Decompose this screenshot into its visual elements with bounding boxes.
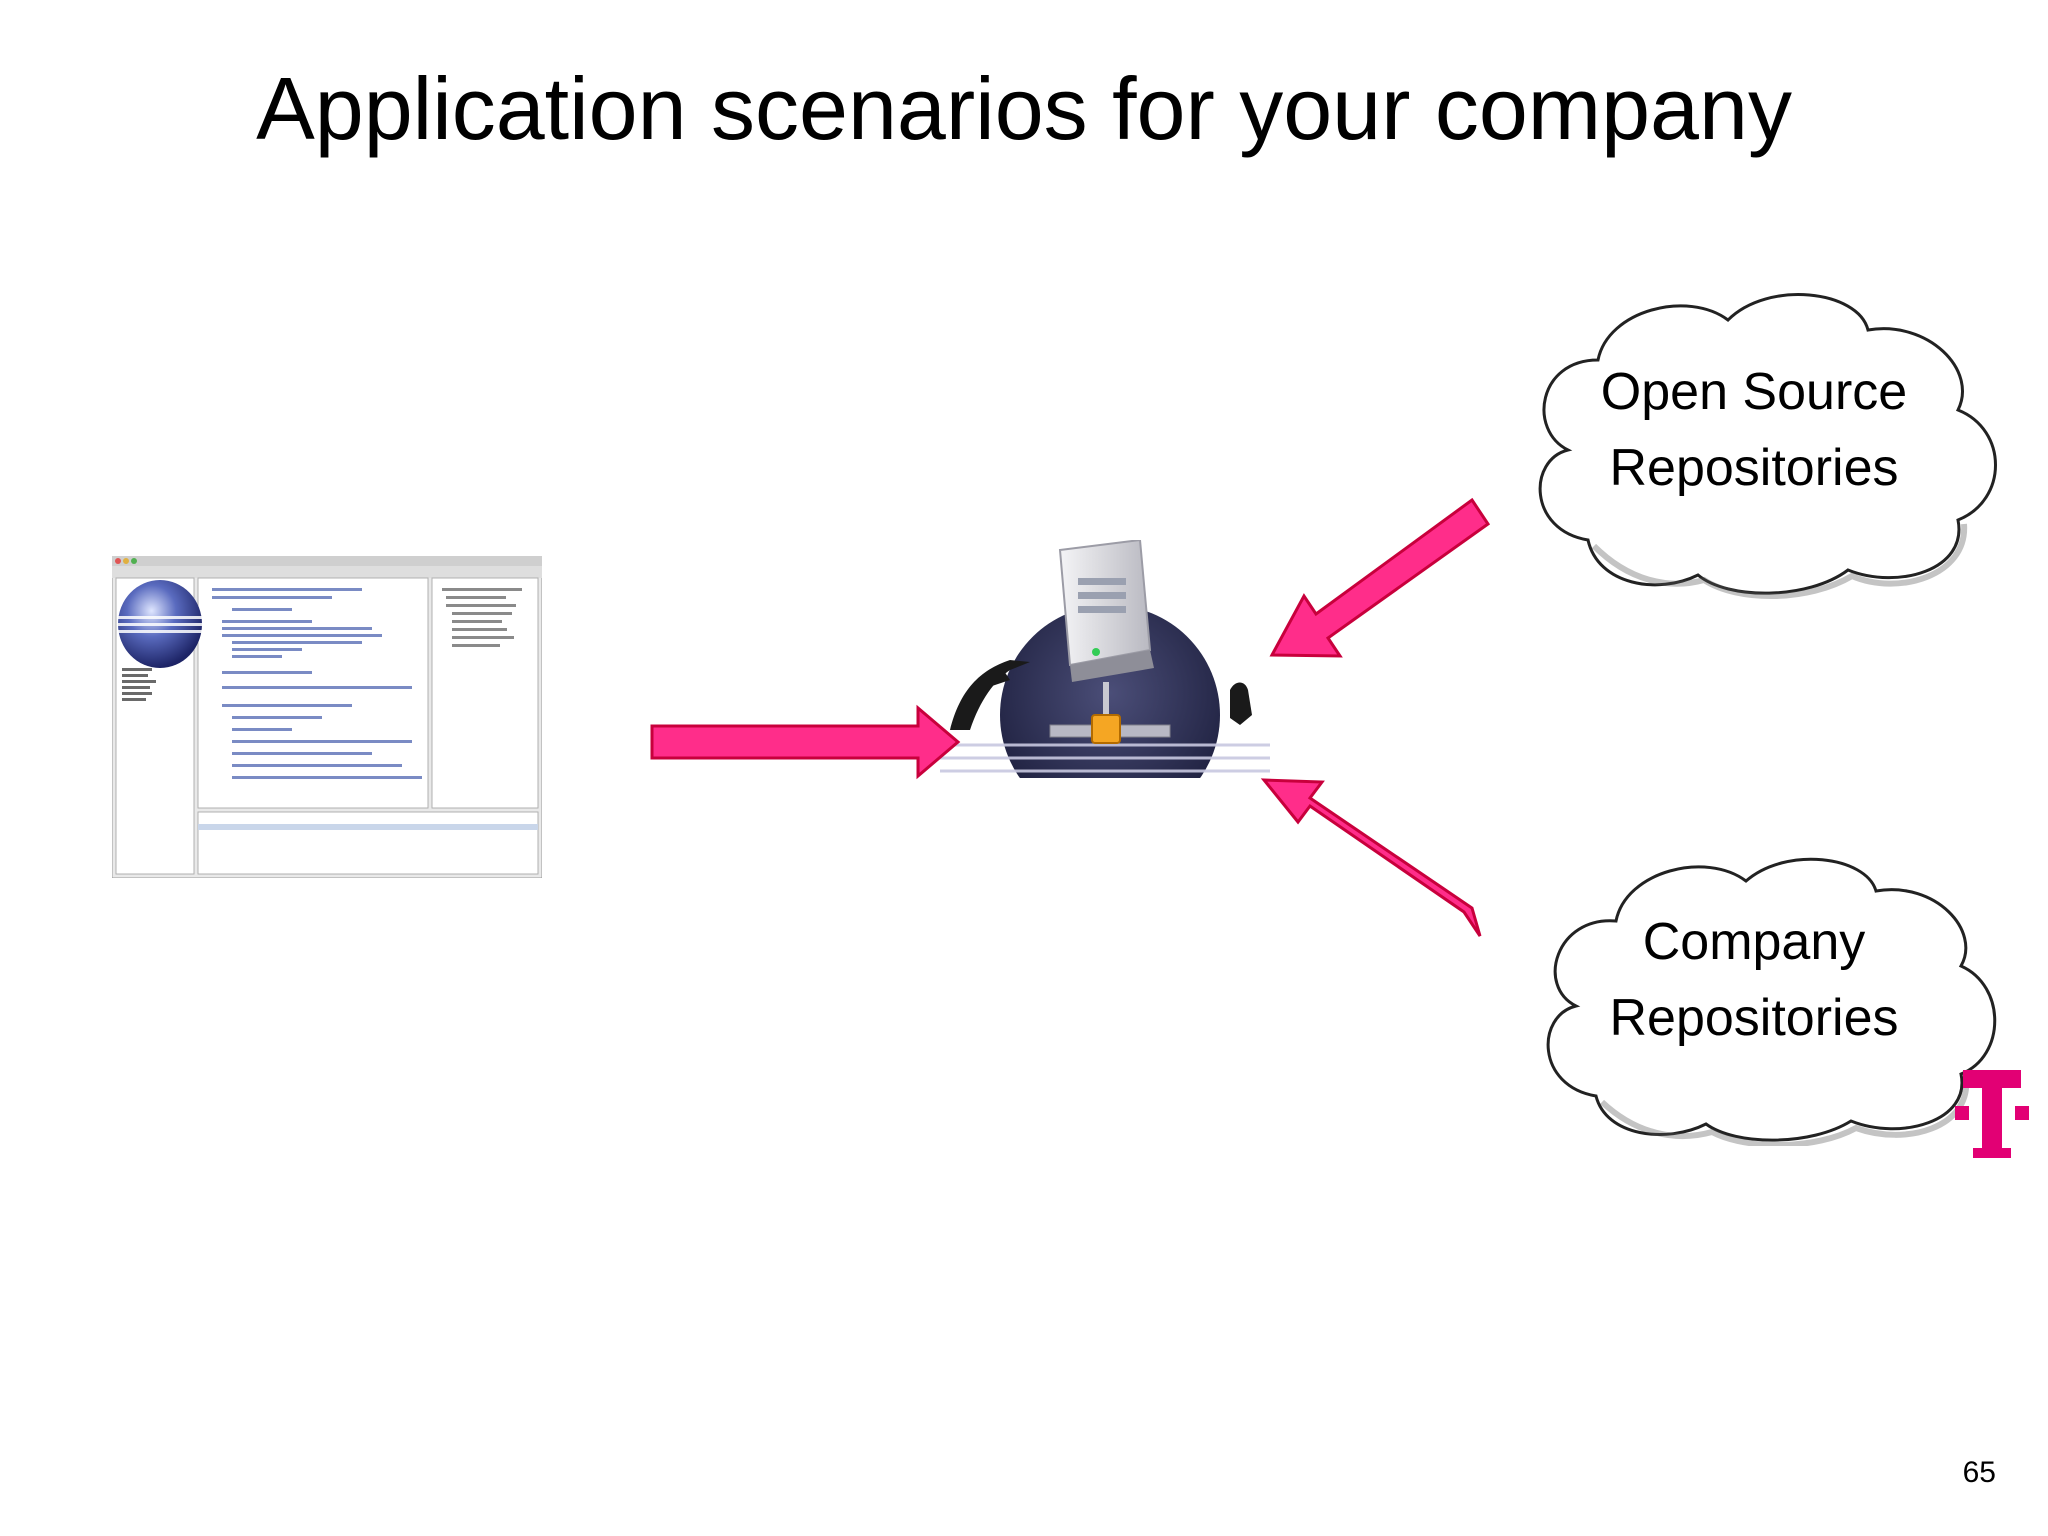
arrow-opensource-to-server [1269,497,1491,658]
cloud-open-source [1538,293,1997,600]
slide-title: Application scenarios for your company [256,59,1792,158]
arrow-company-to-server [1260,778,1482,937]
arrow-ide-to-server [650,704,961,780]
cloud-open-source-line2: Repositories [1609,439,1899,497]
server-icon [940,540,1270,790]
page-number: 65 [1962,1456,1996,1489]
ide-window-icon [112,556,542,878]
cloud-label-open-source: Open Source Repositories [1544,354,1964,506]
cloud-company-line1: Company [1642,913,1866,971]
telekom-logo-icon [1955,1070,2029,1158]
cloud-open-source-line1: Open Source [1600,363,1908,421]
cloud-company [1546,857,1997,1146]
cloud-label-company: Company Repositories [1544,904,1964,1056]
cloud-company-line2: Repositories [1609,989,1899,1047]
